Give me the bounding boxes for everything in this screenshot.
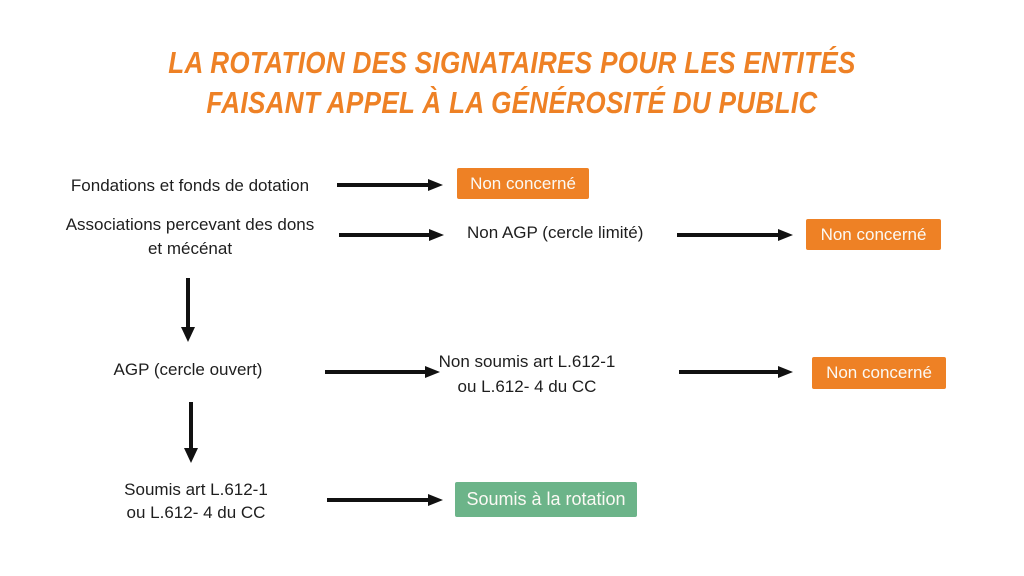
label-soumis-line1: Soumis art L.612-1 (124, 480, 268, 499)
page-title-line2: FAISANT APPEL À LA GÉNÉROSITÉ DU PUBLIC (206, 85, 818, 120)
label-soumis-art: Soumis art L.612-1 ou L.612- 4 du CC (46, 478, 346, 524)
arrow-shaft (325, 370, 429, 374)
page-title-line1: LA ROTATION DES SIGNATAIRES POUR LES ENT… (168, 45, 856, 80)
result-box-soumis-rotation: Soumis à la rotation (455, 482, 637, 517)
label-non-soumis-line2: ou L.612- 4 du CC (457, 377, 597, 396)
label-non-agp-cercle-limite: Non AGP (cercle limité) (467, 223, 644, 242)
arrow-shaft (679, 370, 782, 374)
result-box-non-concerne-2: Non concerné (806, 219, 941, 250)
result-box-non-concerne-3: Non concerné (812, 357, 946, 389)
page-title: LA ROTATION DES SIGNATAIRES POUR LES ENT… (0, 43, 1024, 123)
label-associations-line2: et mécénat (147, 239, 233, 258)
arrow-shaft (186, 278, 190, 331)
arrow-head-icon (778, 366, 793, 378)
arrow-shaft (189, 402, 193, 452)
label-fondations: Fondations et fonds de dotation (70, 176, 310, 195)
arrow-head-icon (429, 229, 444, 241)
arrow-right-row3 (325, 366, 440, 378)
arrow-shaft (327, 498, 432, 502)
arrow-right-row3b (679, 366, 793, 378)
arrow-shaft (677, 233, 782, 237)
arrow-head-icon (181, 327, 195, 342)
label-soumis-line2: ou L.612- 4 du CC (126, 503, 266, 522)
label-agp-cercle-ouvert: AGP (cercle ouvert) (113, 360, 263, 379)
arrow-head-icon (778, 229, 793, 241)
arrow-shaft (337, 183, 432, 187)
arrow-right-row4 (327, 494, 443, 506)
arrow-shaft (339, 233, 433, 237)
arrow-right-row2 (339, 229, 444, 241)
arrow-head-icon (428, 494, 443, 506)
arrow-head-icon (425, 366, 440, 378)
result-box-non-concerne-1: Non concerné (457, 168, 589, 199)
arrow-head-icon (428, 179, 443, 191)
label-non-soumis-art: Non soumis art L.612-1 ou L.612- 4 du CC (437, 349, 617, 399)
arrow-right-row2b (677, 229, 793, 241)
arrow-head-icon (184, 448, 198, 463)
label-associations: Associations percevant des dons et mécén… (40, 213, 340, 261)
label-associations-line1: Associations percevant des dons (65, 215, 315, 234)
arrow-down-to-agp (181, 278, 195, 342)
arrow-right-row1 (337, 179, 443, 191)
arrow-down-to-soumis (184, 402, 198, 463)
label-non-soumis-line1: Non soumis art L.612-1 (438, 352, 616, 371)
